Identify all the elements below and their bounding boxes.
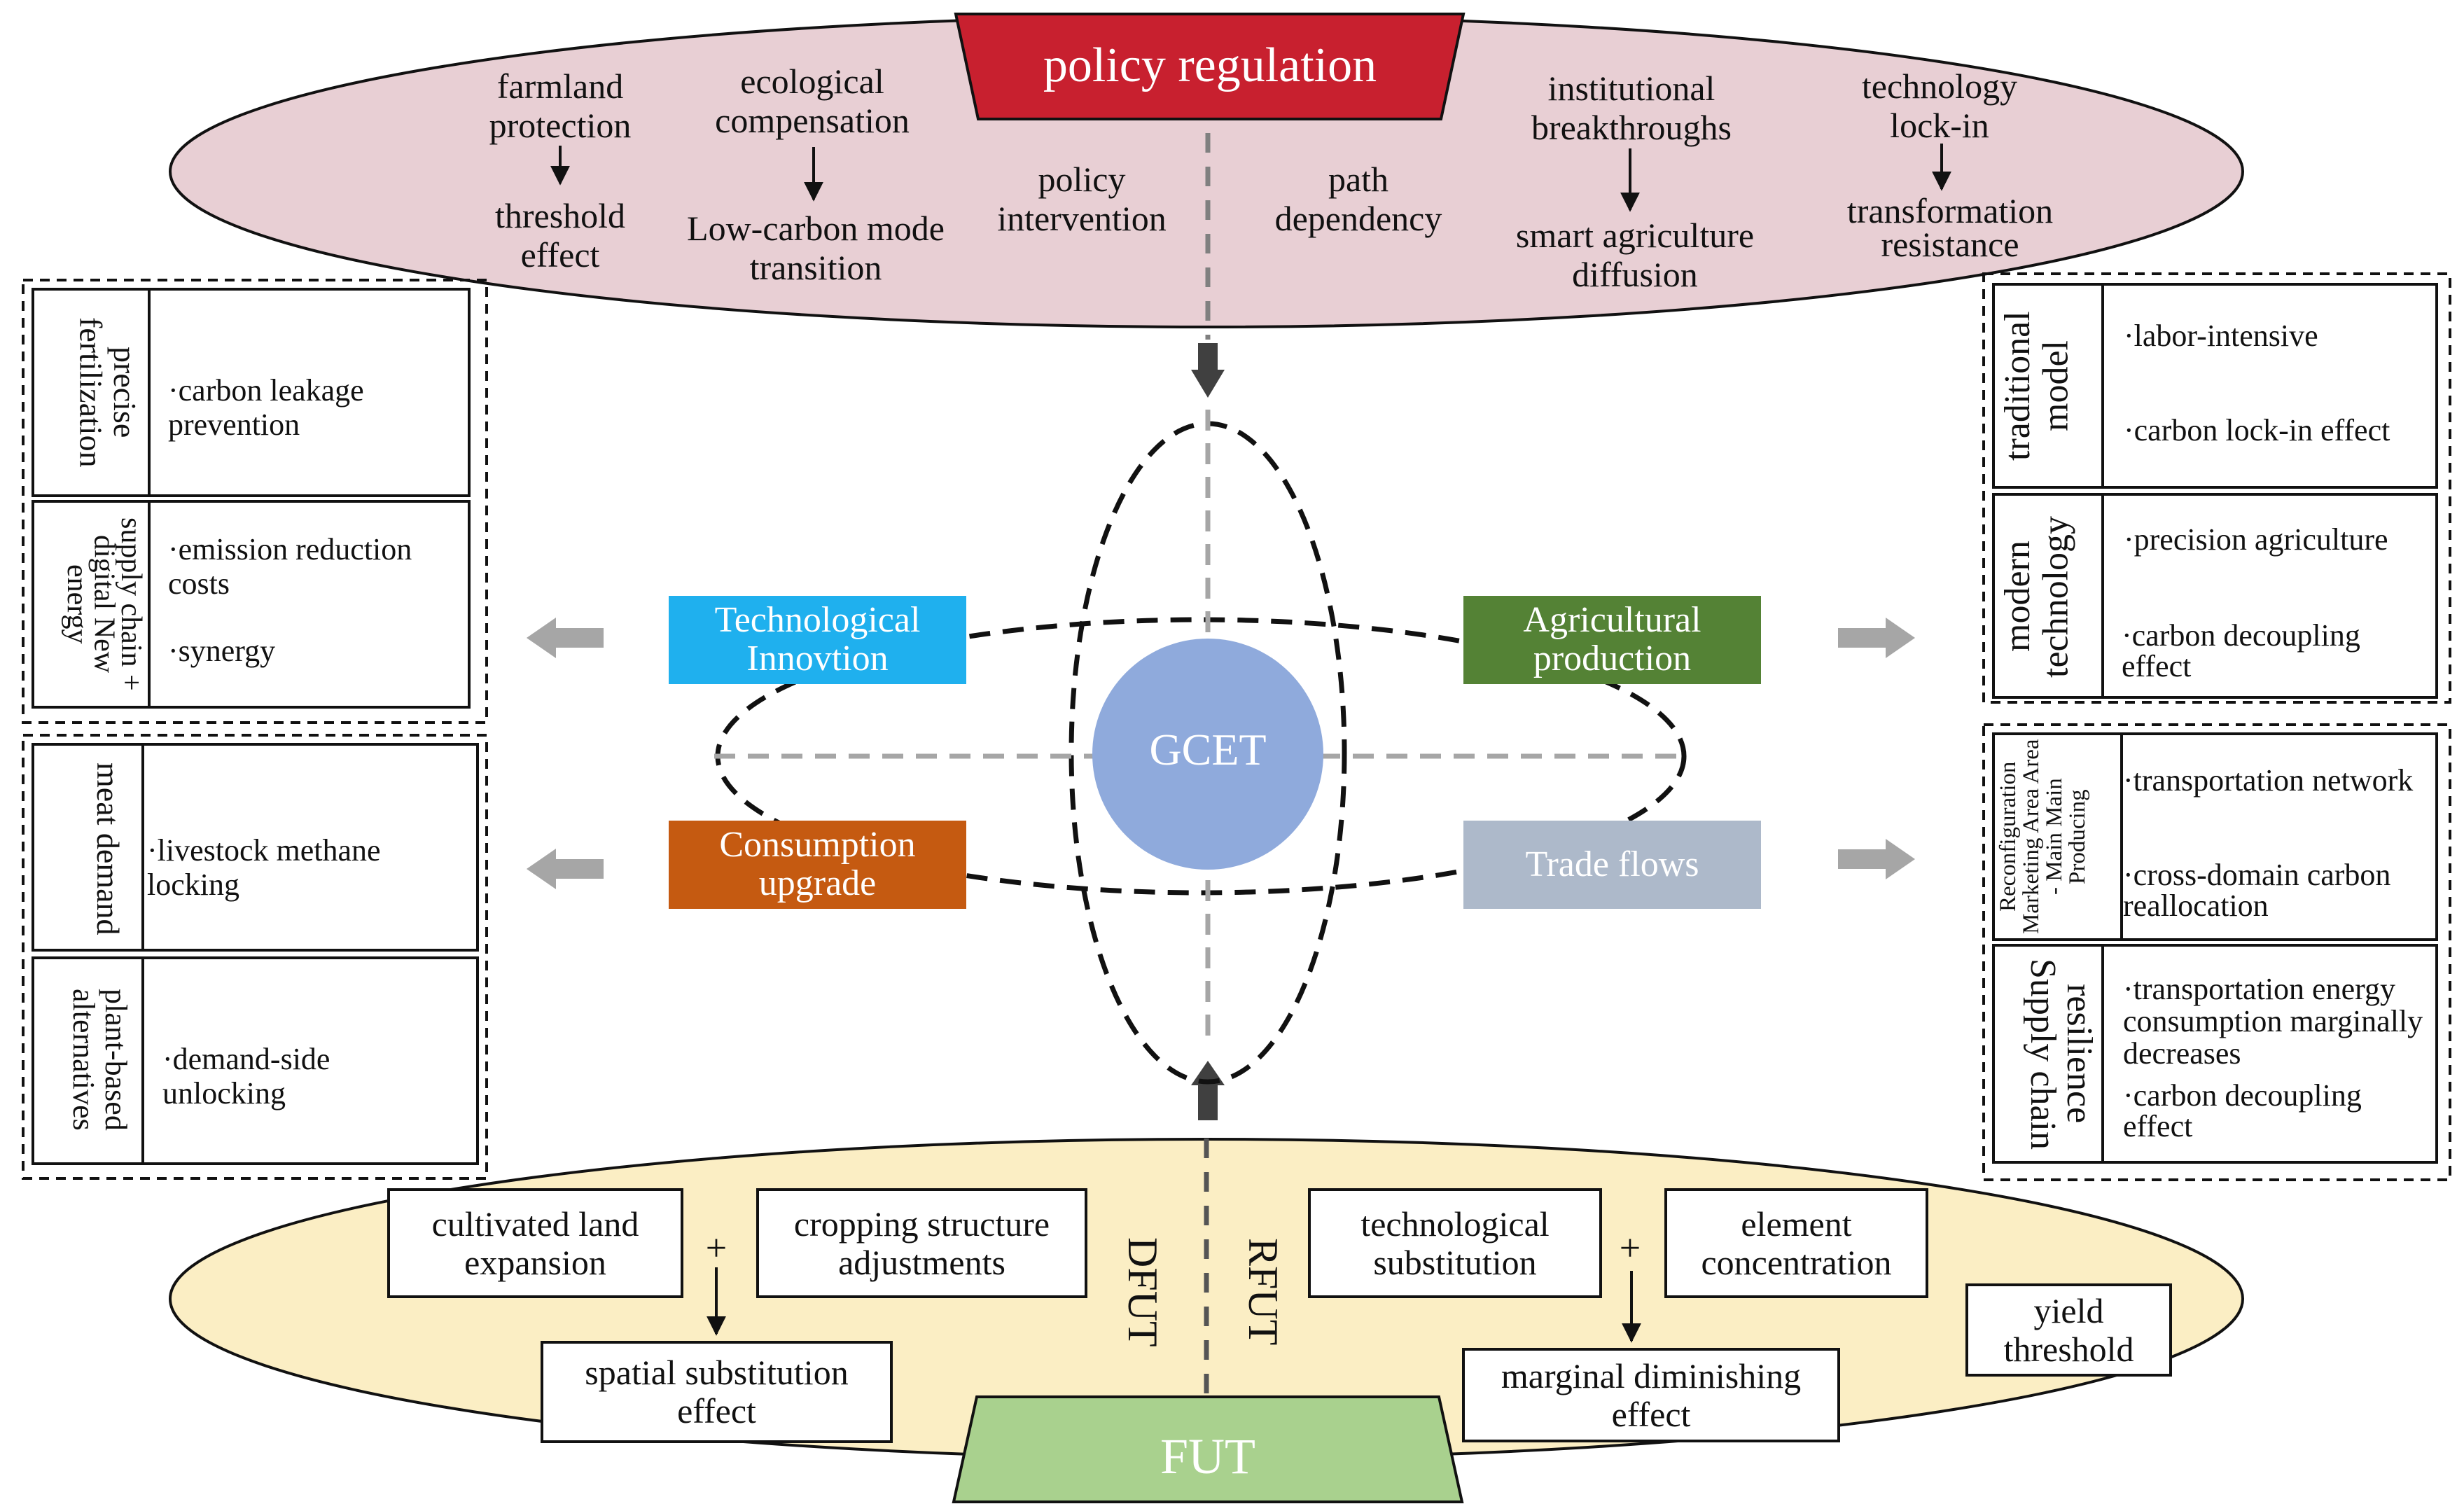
gcet-label: GCET [1149,725,1267,774]
plus-left: + [705,1227,728,1269]
left-cons-row1-box [32,743,479,952]
policy-header-shape [954,13,1466,120]
policy-low-carbon-transition: Low-carbon mode transition [687,209,945,287]
right-agri-row1-label: traditional model [1998,311,2076,461]
policy-intervention: policy intervention [997,160,1167,238]
left-arrow-bottom [527,849,604,889]
left-tech-row1-text: ·carbon leakage prevention [168,373,364,443]
right-arrow-bottom [1838,839,1915,879]
right-agri-row2-item1: ·precision agriculture [2124,522,2388,557]
right-bottom-frame [1982,723,2451,1181]
left-tech-row1-box [32,288,471,497]
left-tech-row2-item2: ·synergy [168,634,276,668]
policy-ecological-compensation: ecological compensation [715,62,910,140]
right-agri-row2-box [1992,493,2438,699]
right-agri-row1-item1: ·labor-intensive [2124,319,2318,353]
element-concentration-box: element concentration [1664,1188,1928,1298]
right-trade-row1-item1: ·transportation network [2123,763,2414,798]
left-cons-row2-label: plant-based alternatives [66,988,133,1131]
policy-smart-agriculture-diffusion: smart agriculture diffusion [1515,216,1755,294]
left-cons-row2-box [32,956,479,1165]
right-arrow-top [1838,618,1915,658]
trade-flows-box: Trade flows [1463,821,1761,909]
spatial-substitution-box: spatial substitution effect [541,1341,893,1443]
right-trade-row1-box [1992,732,2438,941]
policy-institutional-breakthroughs: institutional breakthroughs [1531,69,1732,147]
left-tech-row2-label: supply chain + digital New energy [60,517,147,691]
yield-threshold-box: yield threshold [1965,1283,2172,1377]
policy-down-arrow-head [1191,370,1225,398]
gcet-circle [1092,639,1323,870]
left-tech-row1-label: precise fertilization [73,316,143,468]
agricultural-production-box: Agricultural production [1463,596,1761,684]
right-top-frame [1982,272,2451,704]
right-trade-row2-item1: ·transportation energy consumption margi… [2123,972,2423,1071]
policy-farmland-protection: farmland protection [489,67,632,145]
cultivated-land-expansion-box: cultivated land expansion [387,1188,683,1298]
left-cons-row1-label: meat demand [90,762,126,935]
policy-technology-lockin: technology lock-in [1861,67,2018,145]
right-agri-row2-item2: ·carbon decoupling effect [2122,618,2360,683]
left-tech-row2-box [32,500,471,709]
left-cons-row1-text: ·livestock methane locking [147,833,381,903]
policy-path-dependency: path dependency [1274,160,1442,238]
technological-innovation-box: Technological Innovtion [669,596,966,684]
marginal-diminishing-box: marginal diminishing effect [1462,1348,1840,1442]
policy-down-arrow-shaft [1198,343,1218,371]
fut-header-label: FUT [1160,1428,1256,1484]
right-trade-row1-item2: ·cross-domain carbon reallocation [2123,858,2391,923]
right-trade-row2-box [1992,944,2438,1164]
right-agri-row1-box [1992,283,2438,489]
technological-substitution-box: technological substitution [1308,1188,1602,1298]
right-agri-row2-label: modern technology [1998,515,2076,678]
fut-up-arrow-shaft [1198,1084,1218,1120]
left-arrow-top [527,618,604,658]
policy-transformation-resistance: transformation resistance [1846,191,2054,264]
right-trade-row2-label: resilience Supply chain [2023,958,2099,1150]
consumption-upgrade-box: Consumption upgrade [669,821,966,909]
policy-threshold-effect: threshold effect [494,196,626,274]
left-cons-row2-text: ·demand-side unlocking [162,1042,330,1111]
dfut-label: DFUT [1120,1237,1166,1347]
right-trade-row2-item2: ·carbon decoupling effect [2123,1078,2362,1143]
cropping-structure-box: cropping structure adjustments [756,1188,1087,1298]
policy-header-label: policy regulation [1043,39,1377,92]
plus-right: + [1619,1227,1641,1269]
right-trade-row1-label: Reconfiguration Marketing Area Area - Ma… [1996,739,2090,935]
fut-header-shape [952,1395,1464,1503]
right-agri-row1-item2: ·carbon lock-in effect [2124,413,2390,447]
left-tech-row2-item1: ·emission reduction costs [168,532,412,601]
rfut-label: RFUT [1240,1238,1286,1346]
